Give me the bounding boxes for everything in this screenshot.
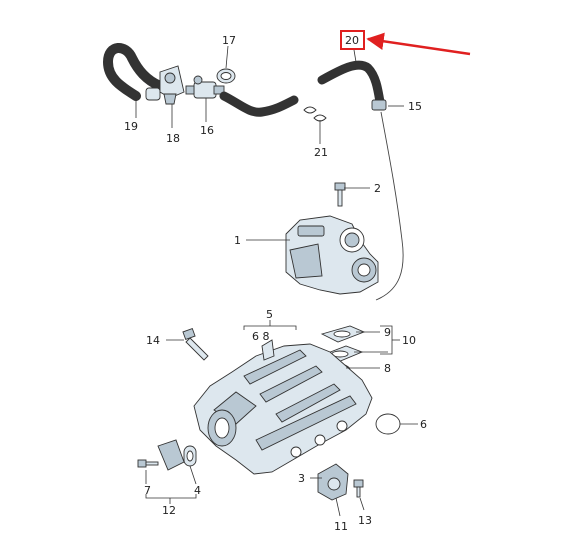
clips-21 (303, 106, 327, 122)
sensor-4 (157, 439, 197, 471)
bolt-14 (182, 327, 209, 361)
highlight-box-20 (340, 30, 365, 50)
hose-20 (317, 60, 385, 107)
callout-13: 13 (358, 514, 372, 527)
clamp-17 (216, 68, 236, 84)
callout-16: 16 (200, 124, 214, 137)
callout-19: 19 (124, 120, 138, 133)
throttle-body-1 (285, 215, 379, 295)
callout-5: 5 (266, 308, 273, 321)
callout-6: 6 (420, 418, 427, 431)
callout-12: 12 (162, 504, 176, 517)
callout-2: 2 (374, 182, 381, 195)
highlight-arrow (366, 32, 471, 56)
callout-18: 18 (166, 132, 180, 145)
callout-4: 4 (194, 484, 201, 497)
vacuum-line (375, 111, 404, 301)
leader-lines (135, 45, 418, 517)
bracket-18 (159, 65, 185, 105)
bolt-2 (334, 182, 346, 207)
hose-19 (102, 43, 165, 101)
hose-center (219, 91, 299, 117)
flap-3 (317, 463, 349, 501)
callout-15: 15 (408, 100, 422, 113)
bolt-13 (353, 479, 364, 498)
callout-1: 1 (234, 234, 241, 247)
callout-10: 10 (402, 334, 416, 347)
callout-20: 20 (345, 34, 359, 47)
clamp-15 (371, 99, 387, 111)
callout-6-8: 6 8 (252, 330, 270, 343)
screw-7 (137, 459, 159, 468)
gasket-9 (320, 325, 366, 343)
intake-manifold-5 (193, 339, 373, 475)
callout-17: 17 (222, 34, 236, 47)
callout-14: 14 (146, 334, 160, 347)
callout-labels: 19 18 16 17 20 15 21 2 1 5 6 8 14 9 10 8… (124, 34, 427, 533)
callout-7: 7 (144, 484, 151, 497)
callout-8: 8 (384, 362, 391, 375)
callout-21: 21 (314, 146, 328, 159)
valve-16 (185, 75, 225, 99)
callout-3: 3 (298, 472, 305, 485)
callout-11: 11 (334, 520, 348, 533)
o-ring-6 (375, 413, 401, 435)
callout-9: 9 (384, 326, 391, 339)
